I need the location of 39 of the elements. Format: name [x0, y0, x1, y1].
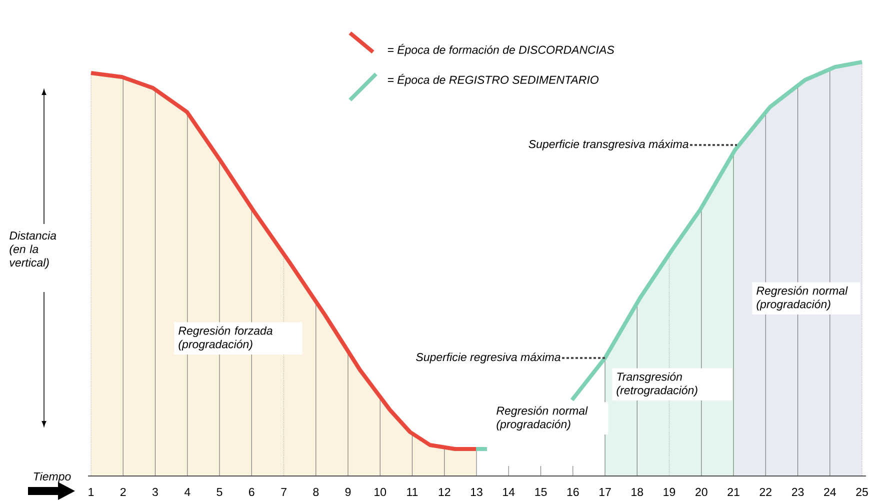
- region-label-box: Regresión normal (progradación): [492, 402, 608, 435]
- region-label-box: Regresión normal (progradación): [752, 282, 860, 315]
- tick-label: 15: [535, 488, 547, 496]
- legend-label: = Época de formación de DISCORDANCIAS: [388, 44, 614, 56]
- tick-label: 11: [407, 488, 418, 496]
- tick-label: 7: [281, 488, 286, 496]
- tick-label: 19: [664, 488, 676, 496]
- tick-label: 14: [503, 488, 515, 496]
- tick-label: 8: [313, 488, 319, 496]
- legend-label: = Época de REGISTRO SEDIMENTARIO: [388, 74, 599, 86]
- leader-line: [690, 144, 737, 146]
- tick-label: 24: [824, 488, 836, 496]
- surface-label: Superficie regresiva máxima: [416, 352, 560, 364]
- axis-label: Tiempo: [34, 472, 71, 483]
- tick-label: 25: [856, 488, 868, 496]
- tick-label: 13: [470, 488, 482, 496]
- tick-label: 23: [792, 488, 804, 496]
- leader-line: [562, 357, 605, 359]
- tick-label: 4: [184, 488, 190, 496]
- node-label: Transgresión (retrogradación): [616, 372, 698, 397]
- tick-label: 21: [728, 488, 740, 496]
- node-label: Regresión normal (progradación): [496, 406, 588, 431]
- tick-label: 12: [438, 488, 450, 496]
- tick-label: 3: [152, 488, 158, 496]
- tick-label: 16: [567, 488, 579, 496]
- axis-label: Distancia (en la vertical): [10, 231, 56, 269]
- tick-label: 6: [249, 488, 254, 496]
- tick-label: 22: [760, 488, 772, 496]
- tick-label: 1: [88, 488, 94, 496]
- surface-label: Superficie transgresiva máxima: [528, 140, 688, 150]
- tick-label: 5: [216, 488, 222, 496]
- tick-label: 18: [632, 488, 643, 496]
- tick-label: 20: [696, 488, 708, 496]
- tick-label: 17: [599, 488, 611, 496]
- tick-label: 9: [345, 488, 351, 496]
- tick-label: 2: [120, 488, 126, 496]
- region-label-box: Regresión forzada (progradación): [174, 322, 302, 355]
- tick-label: 10: [374, 488, 386, 496]
- region-label-box: Transgresión (retrogradación): [612, 368, 732, 401]
